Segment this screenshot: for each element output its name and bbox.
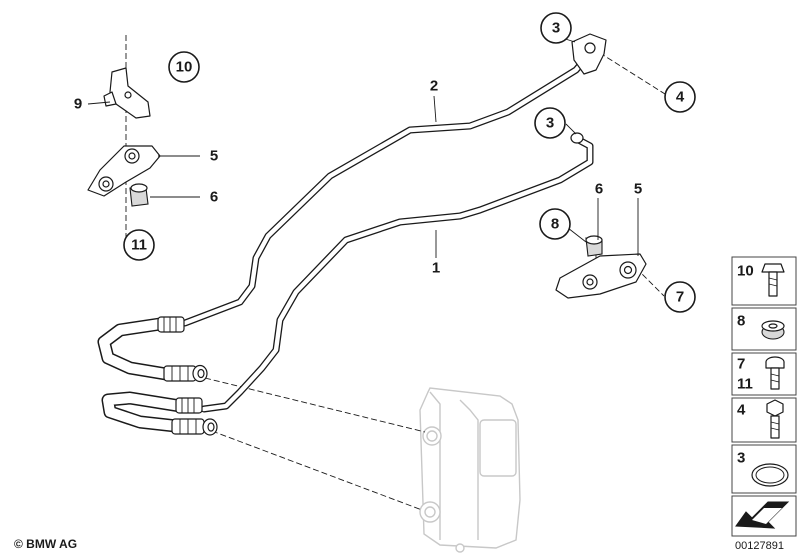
parts-legend: 10 8 7 11 4 3 — [731, 256, 797, 537]
grommet-icon — [761, 320, 785, 340]
legend-num-3: 3 — [737, 450, 745, 467]
legend-num-8: 8 — [737, 313, 745, 330]
pipe-line-1 — [200, 134, 594, 413]
svg-text:3: 3 — [546, 115, 554, 132]
clamp-left — [87, 145, 161, 207]
callout-8: 8 — [539, 208, 571, 240]
legend-num-11: 11 — [737, 376, 753, 393]
bolt-flange-icon — [761, 263, 785, 297]
label-6-right: 6 — [595, 181, 603, 198]
svg-text:10: 10 — [176, 59, 193, 76]
label-9: 9 — [74, 96, 82, 113]
pipe-line-2 — [181, 40, 590, 327]
svg-text:8: 8 — [551, 216, 559, 233]
legend-num-4: 4 — [737, 402, 746, 419]
svg-text:7: 7 — [676, 289, 684, 306]
flex-hoses — [97, 317, 187, 433]
svg-text:11: 11 — [131, 237, 147, 254]
legend-box-4 — [731, 397, 797, 443]
label-5-left: 5 — [210, 148, 218, 165]
legend-num-10: 10 — [737, 263, 754, 280]
svg-text:3: 3 — [552, 20, 560, 37]
clamp-right — [555, 235, 647, 299]
direction-arrow-icon — [735, 501, 790, 529]
oil-cooler-ghost — [419, 387, 521, 553]
callout-4: 4 — [664, 81, 696, 113]
svg-text:4: 4 — [676, 89, 685, 106]
pipe-flange — [570, 33, 607, 144]
callout-10: 10 — [168, 51, 200, 83]
copyright-text: © BMW AG — [14, 537, 78, 551]
label-1: 1 — [432, 260, 440, 277]
hose-fittings — [157, 316, 218, 436]
label-2: 2 — [430, 78, 438, 95]
label-6-left: 6 — [210, 189, 218, 206]
callout-7: 7 — [664, 281, 696, 313]
callout-3-mid: 3 — [534, 107, 566, 139]
reference-number: 00127891 — [735, 540, 784, 552]
label-5-right: 5 — [634, 181, 642, 198]
callout-3-top: 3 — [540, 12, 572, 44]
seal-ring-icon — [751, 463, 789, 487]
legend-num-7: 7 — [737, 356, 745, 373]
legend-box-7-11 — [731, 352, 797, 396]
bolt-short-icon — [765, 356, 785, 390]
bolt-hex-icon — [766, 399, 784, 439]
callout-11: 11 — [123, 229, 155, 261]
bracket-upper — [103, 67, 151, 119]
